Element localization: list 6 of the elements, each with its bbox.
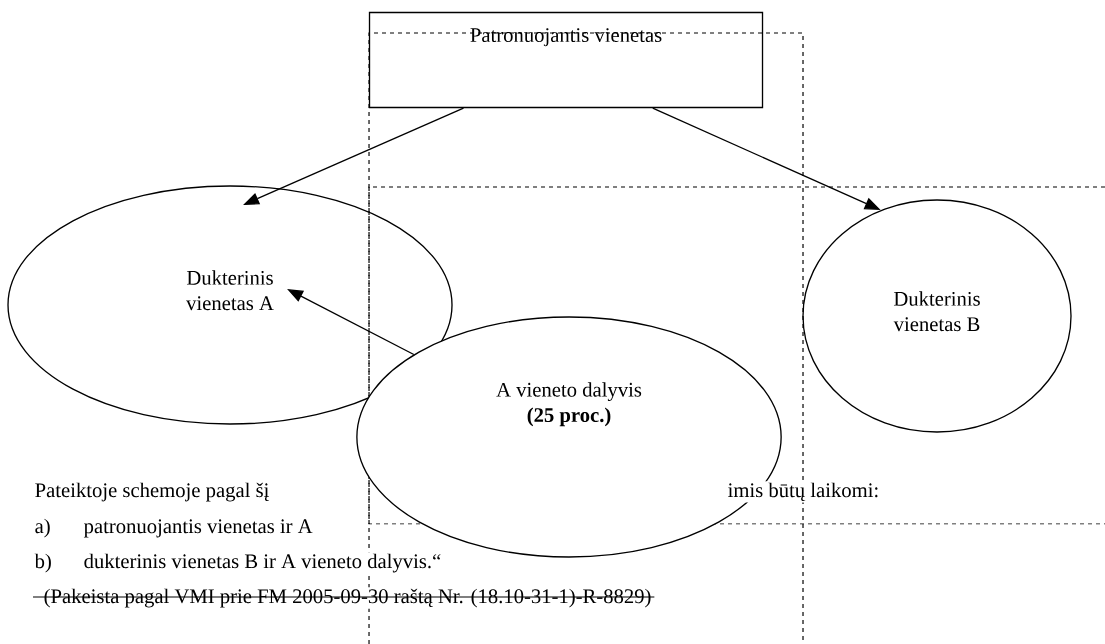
entity-box: Patronuojantis vienetas xyxy=(368,11,764,109)
text-line: b) xyxy=(33,552,54,574)
text-line: patronuojantis vienetas ir A xyxy=(82,518,314,539)
text-line: Pateiktoje schemoje pagal šį xyxy=(33,481,271,503)
text-line: a) xyxy=(33,517,52,539)
strikethrough-text: (Pakeista pagal VMI prie FM 2005-09-30 raštą Nr. (18.10-31-1)-R-8829) xyxy=(32,587,655,609)
